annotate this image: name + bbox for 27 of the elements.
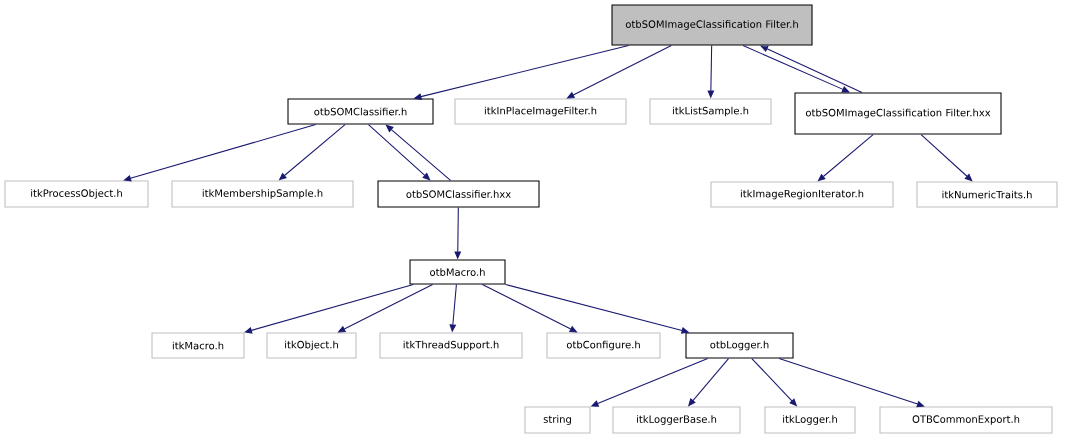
file-box: itkImageRegionIterator.h <box>710 181 894 208</box>
file-box: itkNumericTraits.h <box>916 181 1058 208</box>
arrow <box>244 284 414 334</box>
file-box: otbSOMImageClassification Filter.hxx <box>794 92 1002 135</box>
file-box: itkMacro.h <box>151 332 245 359</box>
file-box: otbMacro.h <box>409 259 506 285</box>
arrow <box>123 124 317 182</box>
file-box: itkProcessObject.h <box>4 180 149 208</box>
file-box: otbSOMClassifier.h <box>287 98 434 125</box>
file-box: itkListSample.h <box>649 98 772 125</box>
arrow <box>920 134 973 182</box>
file-box: OTBCommonExport.h <box>879 406 1053 434</box>
arrow <box>760 45 863 93</box>
file-box: itkLoggerBase.h <box>612 406 741 434</box>
file-box: otbSOMImageClassification Filter.h <box>611 4 813 46</box>
file-box: itkThreadSupport.h <box>379 332 523 359</box>
file-box: itkInPlaceImageFilter.h <box>454 98 627 125</box>
arrow <box>778 358 925 408</box>
file-box: itkMembershipSample.h <box>171 180 354 208</box>
file-box: itkLogger.h <box>764 406 856 434</box>
file-box: itkObject.h <box>266 332 357 359</box>
arrow <box>817 134 874 182</box>
file-box: string <box>524 406 591 434</box>
file-box: otbConfigure.h <box>546 332 661 359</box>
arrow <box>742 45 850 93</box>
file-box: otbLogger.h <box>685 332 794 359</box>
file-box: otbSOMClassifier.hxx <box>377 180 540 208</box>
